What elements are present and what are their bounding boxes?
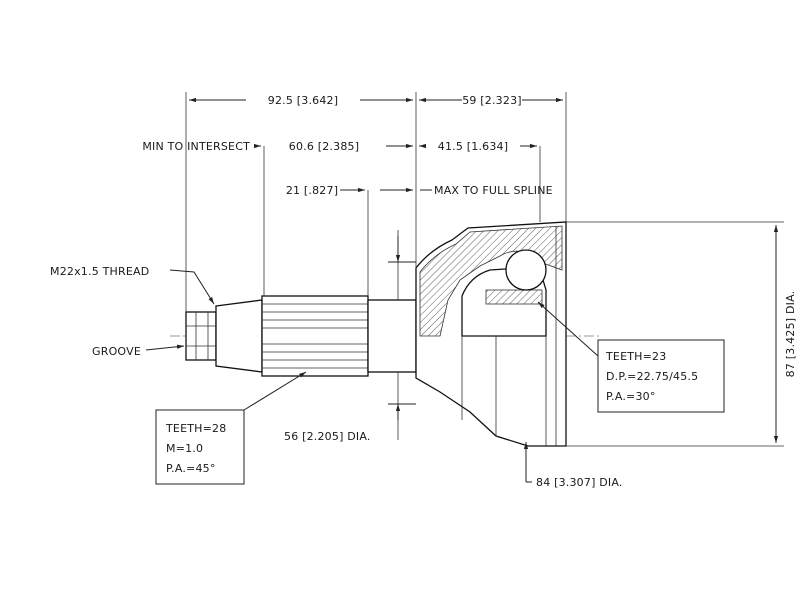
dim-max-to-full-spline: 41.5 [1.634]: [438, 140, 508, 153]
groove-label: GROOVE: [92, 345, 141, 358]
dim-shaft-dia: 56 [2.205] DIA.: [284, 430, 371, 443]
threaded-end: [185, 311, 217, 361]
leaders: [145, 269, 599, 411]
spec-box-right: [597, 339, 725, 413]
splined-shaft: [261, 295, 369, 377]
dim-height-dia: 87 [3.425] DIA.: [784, 291, 797, 378]
thread-label: M22x1.5 THREAD: [50, 265, 149, 278]
ball: [505, 249, 547, 291]
dim-overall-left: 92.5 [3.642]: [268, 94, 338, 107]
spec-left-pressure-angle: P.A.=45°: [166, 462, 216, 475]
spec-left-module: M=1.0: [166, 442, 203, 455]
dim-min-to-intersect: 60.6 [2.385]: [289, 140, 359, 153]
spec-right-teeth: TEETH=23: [605, 350, 666, 363]
spec-left-teeth: TEETH=28: [165, 422, 226, 435]
dim-overall-right: 59 [2.323]: [462, 94, 522, 107]
min-to-intersect-label: MIN TO INTERSECT: [142, 140, 250, 153]
shaft-shoulder: [367, 299, 417, 373]
extension-lines: [185, 92, 784, 447]
dimension-lines: [189, 97, 779, 483]
spec-box-left: [155, 409, 245, 485]
shaft-taper: [215, 299, 263, 373]
spec-right-pressure-angle: P.A.=30°: [606, 390, 656, 403]
spline-teeth: [262, 303, 368, 369]
cage-hatch: [485, 289, 543, 305]
max-to-full-spline-label: MAX TO FULL SPLINE: [434, 184, 553, 197]
cv-joint-part: [185, 221, 567, 447]
dim-spline-small: 21 [.827]: [286, 184, 338, 197]
dim-outer-dia: 84 [3.307] DIA.: [536, 476, 623, 489]
spec-right-diametral-pitch: D.P.=22.75/45.5: [606, 370, 698, 383]
